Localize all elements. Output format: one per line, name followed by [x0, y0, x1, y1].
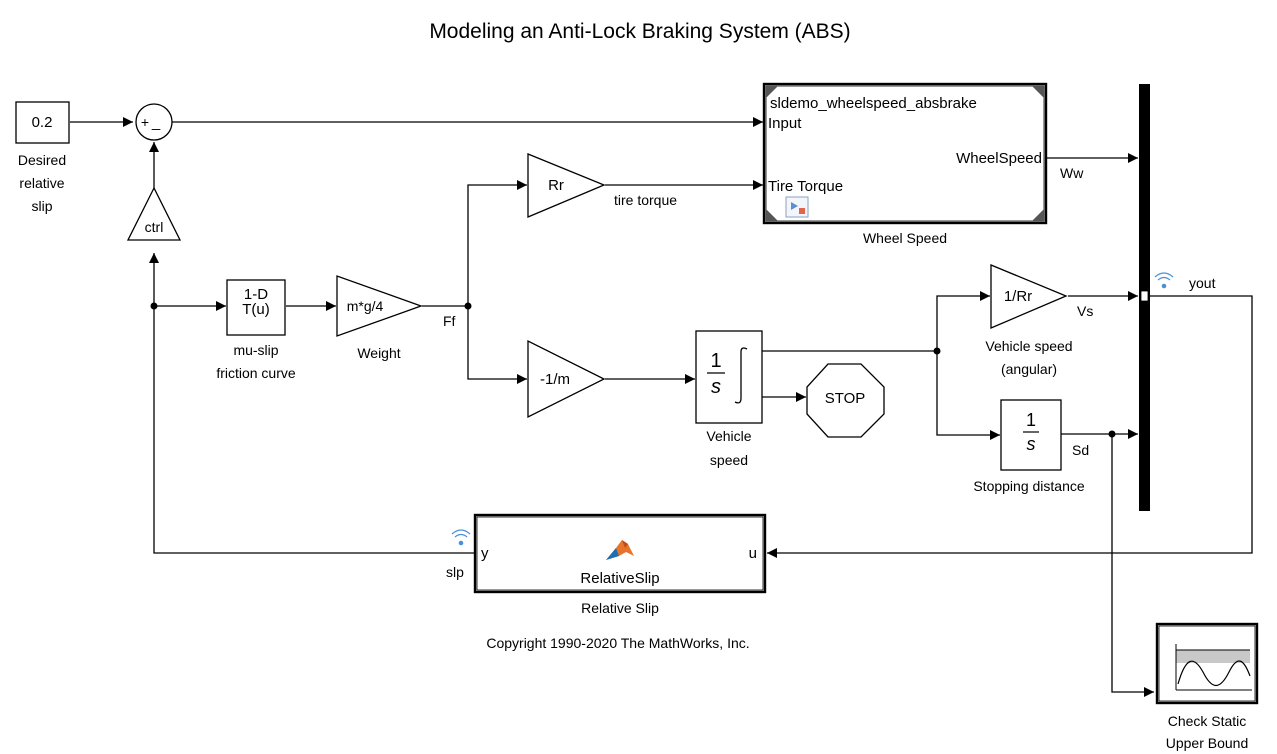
sum-minus-sign: _ [151, 114, 161, 131]
model-reference-icon [785, 196, 809, 218]
signal-vs-label: Vs [1077, 303, 1093, 319]
signal-lines [70, 117, 1253, 697]
lookup-label-1: 1-D [244, 286, 268, 303]
relative-slip-input-port: u [749, 545, 757, 562]
line-sd-to-scope [1111, 434, 1154, 697]
wheel-output-port-label: WheelSpeed [956, 150, 1042, 167]
relative-slip-output-port: y [481, 545, 489, 562]
yout-logging-icon [1154, 272, 1174, 289]
check-bound-caption-1: Check Static [1168, 713, 1247, 729]
desired-slip-caption-1: Desired [18, 152, 66, 168]
mu-slip-lookup-block[interactable]: 1-D T(u) [226, 279, 286, 336]
weight-gain-block[interactable]: m*g/4 [336, 275, 423, 337]
stop-block[interactable]: STOP [806, 363, 885, 438]
line-vx-to-invrr [936, 291, 990, 351]
bound-scope-icon [1175, 644, 1252, 691]
desired-slip-value: 0.2 [32, 114, 53, 131]
wheel-tire-torque-port-label: Tire Torque [768, 178, 843, 195]
inv-rr-caption-2: (angular) [1001, 361, 1057, 377]
check-static-upper-bound-block[interactable] [1155, 622, 1259, 705]
line-vx-to-int2 [936, 351, 1000, 440]
stopping-distance-integrator[interactable]: 1 s [1000, 399, 1062, 471]
integrator1-num: 1 [710, 350, 721, 372]
rr-gain-label: Rr [548, 177, 564, 194]
sum-plus-sign: + [141, 114, 149, 130]
inv-rr-caption-1: Vehicle speed [985, 338, 1072, 354]
inv-mass-gain-label: -1/m [540, 371, 570, 388]
signal-yout-label: yout [1189, 275, 1216, 291]
signal-ww-label: Ww [1060, 165, 1084, 181]
integrator1-caption-2: speed [710, 452, 748, 468]
inv-rr-gain-block[interactable]: 1/Rr [990, 264, 1068, 329]
signal-slp-label: slp [446, 564, 464, 580]
line-mux-to-slip [767, 295, 1253, 558]
lookup-caption-2: friction curve [216, 365, 296, 381]
relative-slip-caption: Relative Slip [581, 600, 659, 616]
check-bound-caption-2: Upper Bound [1166, 735, 1249, 751]
junction-dots [150, 302, 1116, 438]
lookup-label-2: T(u) [242, 301, 270, 318]
integrator2-caption: Stopping distance [973, 478, 1085, 494]
integrator2-num: 1 [1026, 410, 1036, 430]
wheel-speed-caption: Wheel Speed [863, 230, 947, 246]
signal-ff-label: Ff [443, 313, 456, 329]
integrator1-den: s [711, 376, 721, 398]
signal-sd-label: Sd [1072, 442, 1089, 458]
wheel-input-port-label: Input [768, 115, 802, 132]
diagram-title: Modeling an Anti-Lock Braking System (AB… [429, 20, 850, 43]
copyright-text: Copyright 1990-2020 The MathWorks, Inc. [486, 635, 749, 651]
integrator1-caption-1: Vehicle [706, 428, 751, 444]
ctrl-gain-block[interactable]: ctrl [126, 186, 182, 241]
sum-block[interactable]: + _ [135, 103, 173, 141]
weight-gain-label: m*g/4 [347, 298, 384, 314]
matlab-logo-icon [606, 540, 634, 560]
line-slip-feedback [149, 253, 474, 554]
vehicle-speed-integrator[interactable]: 1 s [695, 330, 763, 424]
inv-mass-gain-block[interactable]: -1/m [527, 339, 606, 419]
inv-rr-gain-label: 1/Rr [1004, 288, 1032, 305]
signal-tire-torque-label: tire torque [614, 192, 677, 208]
relative-slip-function-block[interactable]: y u RelativeSlip [473, 513, 767, 594]
slp-logging-icon [451, 529, 471, 546]
wheel-speed-subsystem[interactable]: sldemo_wheelspeed_absbrake Input Tire To… [762, 82, 1048, 225]
desired-slip-caption-2: relative [19, 175, 64, 191]
integrator2-den: s [1027, 434, 1036, 454]
lookup-caption-1: mu-slip [233, 342, 278, 358]
stop-label: STOP [825, 390, 866, 407]
mux-block[interactable] [1139, 84, 1150, 511]
desired-slip-caption-3: slip [31, 198, 52, 214]
relative-slip-function-name: RelativeSlip [580, 570, 659, 587]
line-ff-to-rr [467, 180, 527, 306]
desired-slip-constant[interactable]: 0.2 [15, 101, 70, 144]
weight-caption: Weight [357, 345, 400, 361]
line-ff-to-invmass [467, 306, 527, 384]
ctrl-gain-label: ctrl [145, 219, 164, 235]
rr-gain-block[interactable]: Rr [527, 153, 606, 218]
wheel-model-ref-name: sldemo_wheelspeed_absbrake [770, 95, 977, 112]
